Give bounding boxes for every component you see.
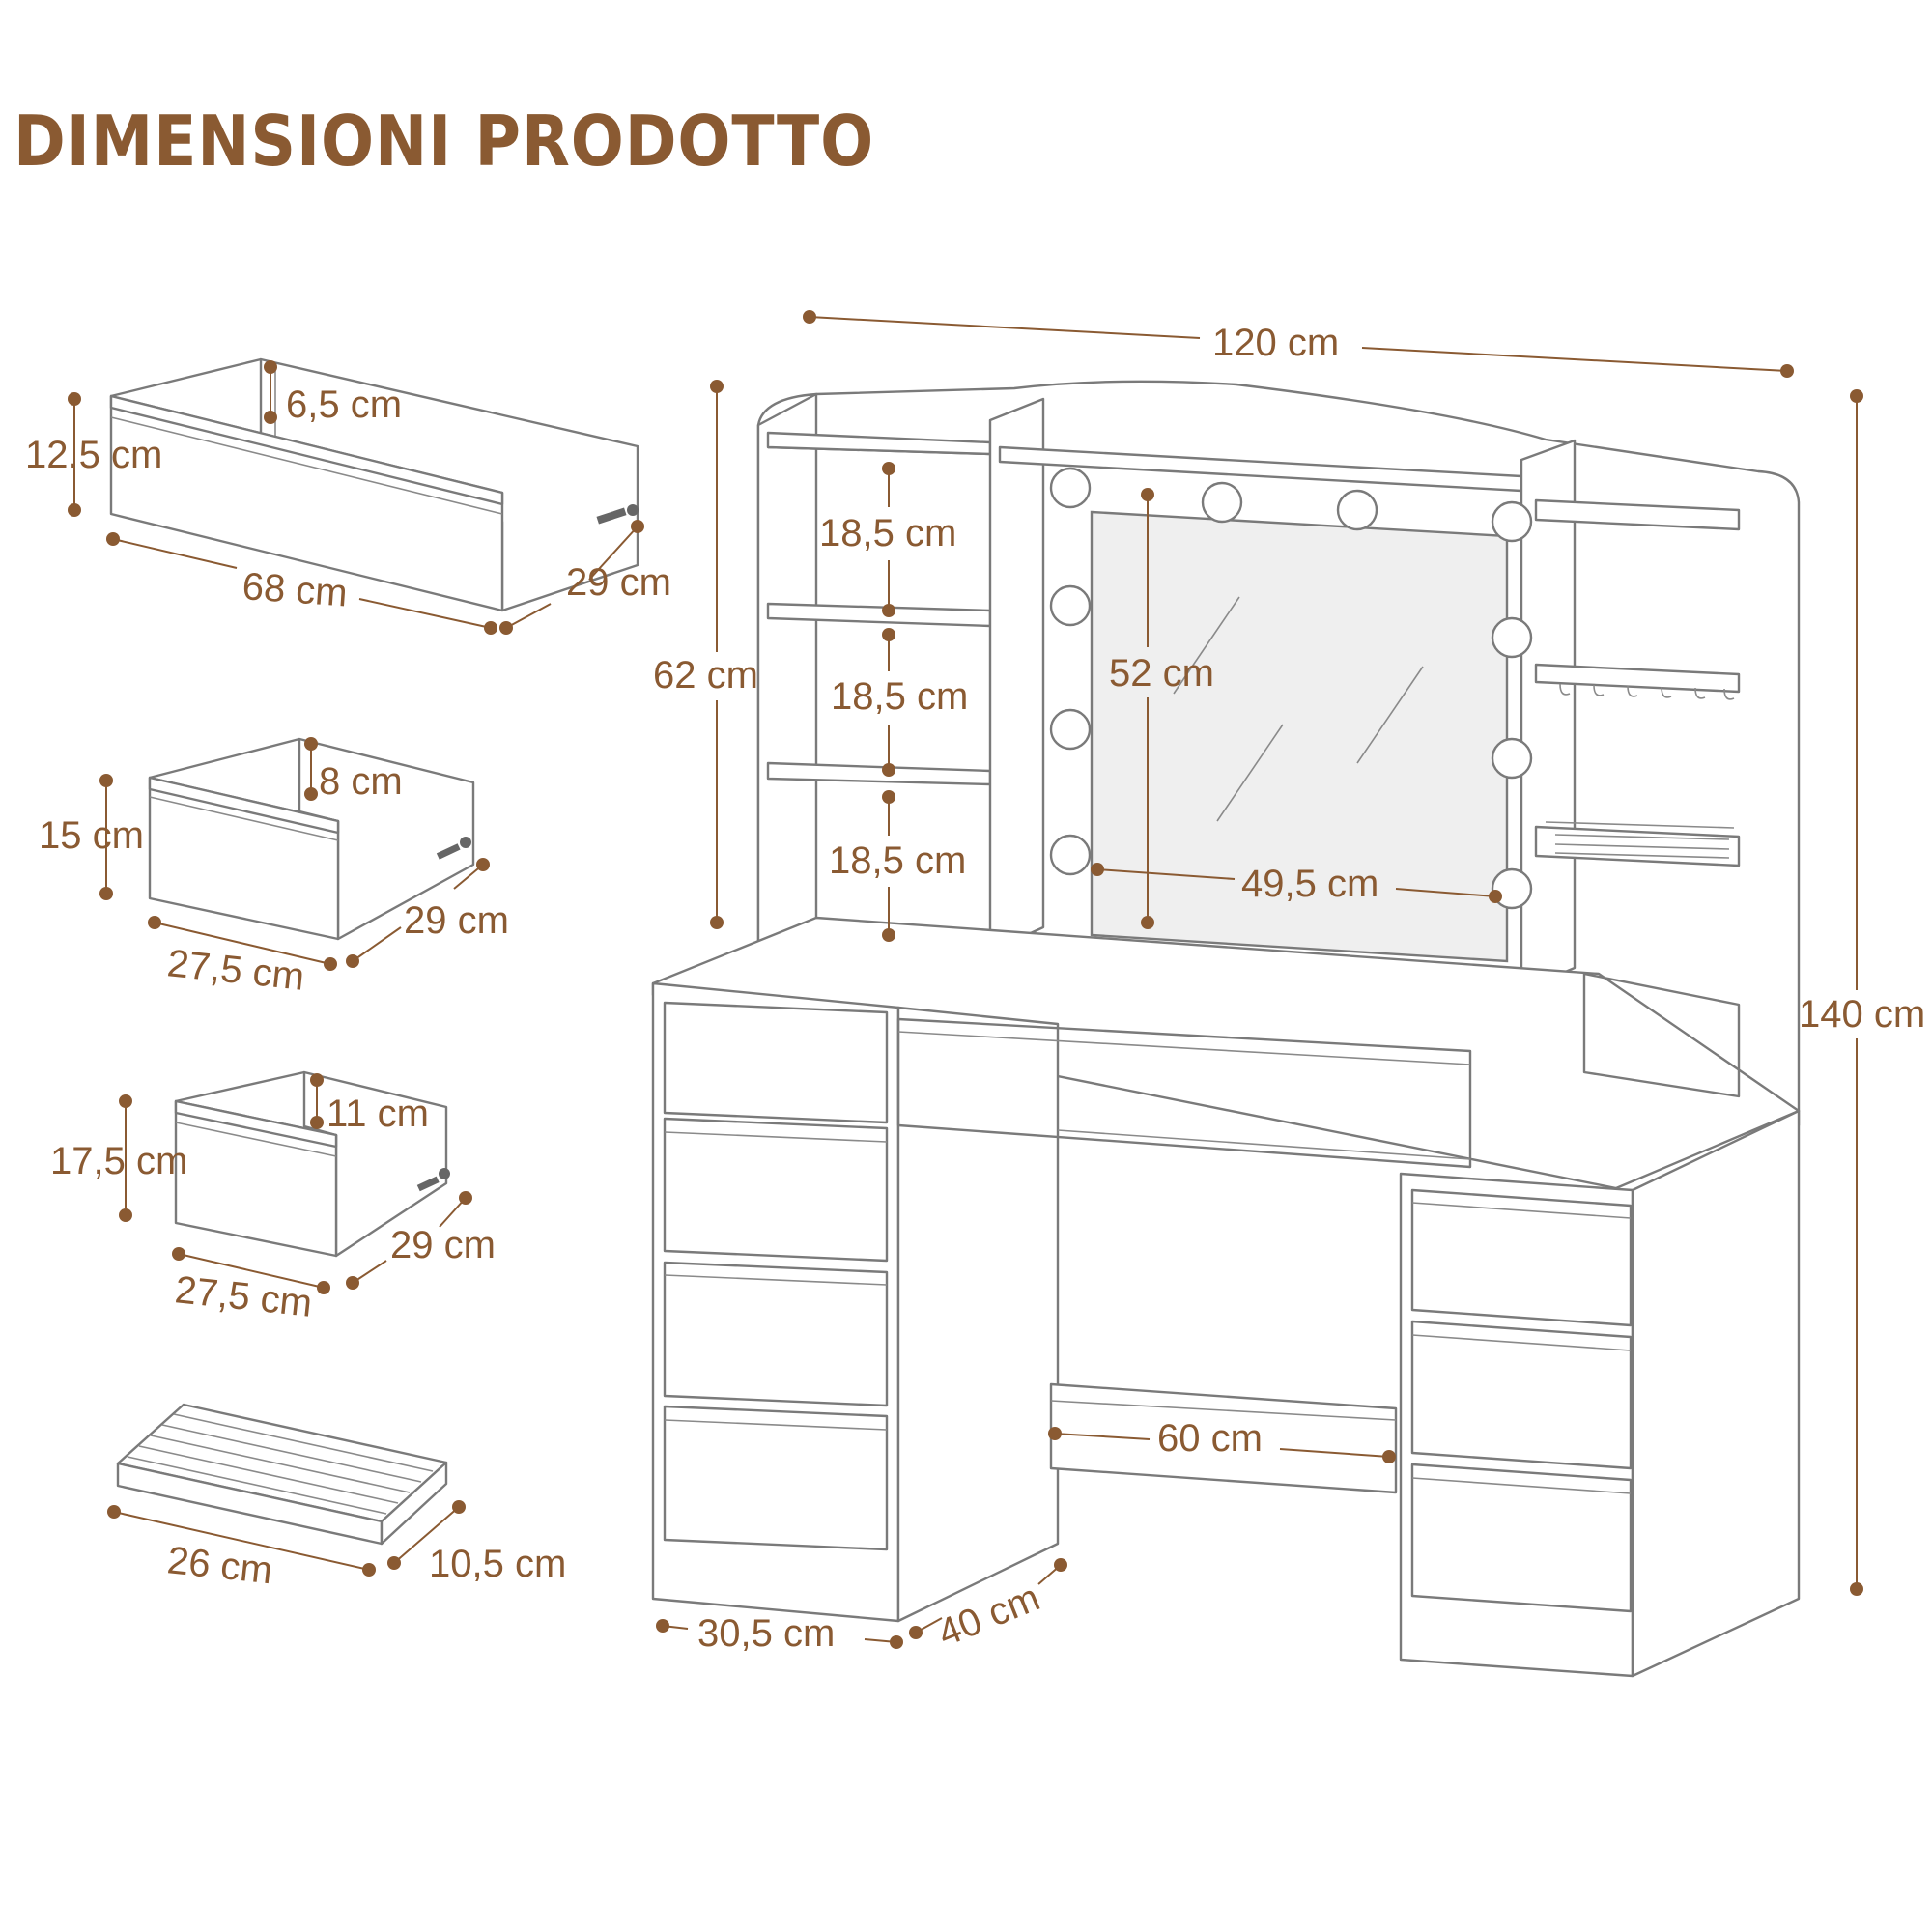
shelf-spacing-label-1: 18,5 cm: [819, 512, 956, 554]
vanity-table: [651, 380, 1801, 1678]
drawer-medium: [148, 737, 475, 941]
vanity-width-label: 120 cm: [1212, 322, 1339, 364]
drawer-medium-dims: [99, 737, 490, 971]
drawer-deep-inner-depth-label: 11 cm: [327, 1093, 429, 1135]
drawer-deep-width-label: 27,5 cm: [173, 1268, 314, 1325]
page-title: DIMENSIONI PRODOTTO: [14, 100, 875, 182]
drawer-large-dims: [68, 360, 644, 635]
vanity-hutch-height-label: 62 cm: [653, 654, 758, 696]
drawer-large-height-label: 12.5 cm: [25, 434, 162, 476]
drawer-medium-depth-label: 29 cm: [404, 899, 509, 942]
mirror-width-label: 49,5 cm: [1241, 863, 1378, 905]
tray-width-label: 26 cm: [165, 1539, 274, 1592]
vanity-height-label: 140 cm: [1799, 993, 1925, 1036]
drawer-medium-inner-depth-label: 8 cm: [319, 760, 403, 803]
drawer-deep: [174, 1070, 450, 1258]
drawer-deep-height-label: 17,5 cm: [50, 1140, 187, 1182]
drawer-large-depth-label: 29 cm: [566, 561, 671, 604]
drawer-large: [109, 357, 639, 612]
cabinet-width-label: 30,5 cm: [697, 1612, 835, 1655]
drawer-deep-dims: [119, 1073, 472, 1294]
shelf-spacing-label-2: 18,5 cm: [831, 675, 968, 718]
drawer-large-width-label: 68 cm: [241, 565, 349, 614]
jewelry-tray: [116, 1403, 448, 1546]
drawer-medium-height-label: 15 cm: [39, 814, 144, 857]
tray-dims: [107, 1500, 466, 1577]
vanity-dims: [656, 310, 1863, 1649]
drawer-large-inner-depth-label: 6,5 cm: [286, 384, 402, 426]
shelf-spacing-label-3: 18,5 cm: [829, 839, 966, 882]
drawer-medium-width-label: 27,5 cm: [165, 942, 306, 999]
drawer-deep-depth-label: 29 cm: [390, 1224, 496, 1266]
mirror-height-label: 52 cm: [1109, 652, 1214, 695]
knee-space-width-label: 60 cm: [1157, 1417, 1263, 1460]
tray-depth-label: 10,5 cm: [429, 1543, 566, 1585]
bulb-icon: [1049, 467, 1533, 910]
